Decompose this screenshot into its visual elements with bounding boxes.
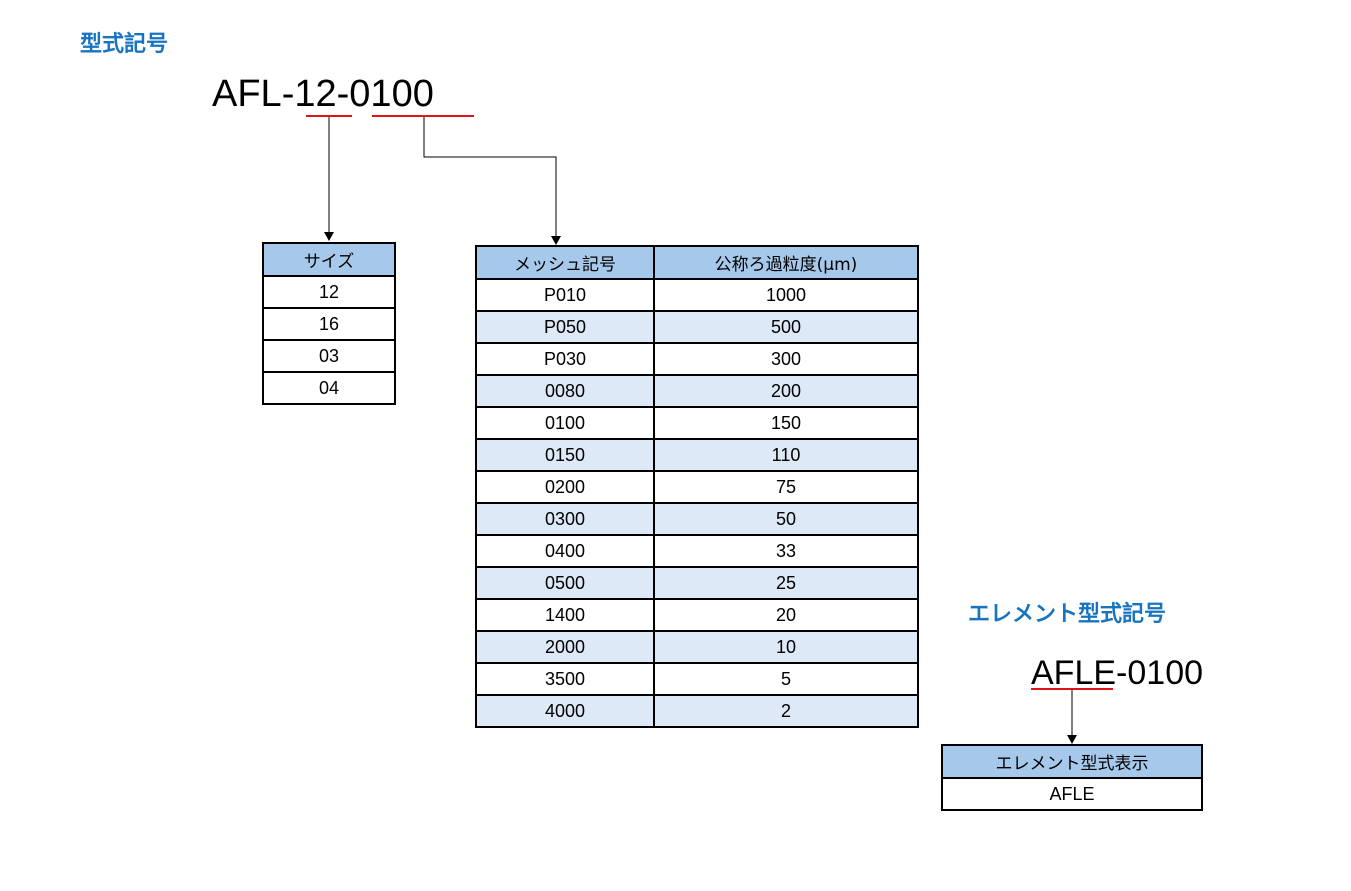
mesh-code-cell: 4000 (475, 694, 655, 728)
nominal-filtration-cell: 5 (653, 662, 919, 696)
mesh-arrow-head (551, 236, 561, 245)
table-row: 12 (262, 275, 396, 309)
nominal-filtration-cell: 33 (653, 534, 919, 568)
table-row: 16 (262, 307, 396, 341)
model-code-heading: 型式記号 (80, 32, 169, 57)
nominal-filtration-cell: 150 (653, 406, 919, 440)
mesh-code-cell: 0100 (475, 406, 655, 440)
nominal-filtration-cell: 110 (653, 438, 919, 472)
mesh-code-cell: 0200 (475, 470, 655, 504)
size-cell: 04 (262, 371, 396, 405)
element-model-rest: -0100 (1116, 654, 1204, 692)
table-row: 03 (262, 339, 396, 373)
nominal-filtration-cell: 200 (653, 374, 919, 408)
mesh-code-cell: P030 (475, 342, 655, 376)
size-cell: 16 (262, 307, 396, 341)
mesh-code-cell: 2000 (475, 630, 655, 664)
element-table: エレメント型式表示 AFLE (941, 744, 1203, 811)
table-row: AFLE (941, 777, 1203, 811)
mesh-code-header: メッシュ記号 (475, 245, 655, 280)
element-table-header: エレメント型式表示 (941, 744, 1203, 779)
mesh-code-cell: 3500 (475, 662, 655, 696)
nominal-filtration-cell: 10 (653, 630, 919, 664)
mesh-code-cell: 0500 (475, 566, 655, 600)
model-prefix: AFL- (212, 73, 295, 115)
model-size-code: 12 (294, 73, 337, 115)
nominal-filtration-cell: 1000 (653, 278, 919, 312)
mesh-code-cell: 0300 (475, 502, 655, 536)
element-arrow-head (1067, 735, 1077, 744)
nominal-filtration-cell: 75 (653, 470, 919, 504)
mesh-code-underline (372, 115, 474, 117)
size-cell: 03 (262, 339, 396, 373)
model-dash: - (336, 73, 350, 115)
mesh-code-cell: P050 (475, 310, 655, 344)
size-arrow-head (324, 232, 334, 241)
element-prefix-underline (1031, 688, 1113, 690)
nominal-filtration-cell: 500 (653, 310, 919, 344)
element-model-number: AFLE-0100 (1031, 651, 1203, 695)
element-display-cell: AFLE (941, 777, 1203, 811)
mesh-code-cell: P010 (475, 278, 655, 312)
nominal-filtration-header: 公称ろ過粒度(μm) (653, 245, 919, 280)
mesh-arrow (423, 117, 557, 236)
mesh-code-cell: 0400 (475, 534, 655, 568)
nominal-filtration-cell: 50 (653, 502, 919, 536)
element-model-code-heading: エレメント型式記号 (968, 602, 1167, 627)
size-table-header: サイズ (262, 242, 396, 277)
mesh-code-cell: 0150 (475, 438, 655, 472)
nominal-filtration-cell: 2 (653, 694, 919, 728)
nominal-filtration-cell: 25 (653, 566, 919, 600)
size-cell: 12 (262, 275, 396, 309)
nominal-filtration-cell: 300 (653, 342, 919, 376)
model-mesh-code: 0100 (349, 73, 434, 115)
element-model-prefix: AFLE (1031, 654, 1117, 692)
nominal-filtration-cell: 20 (653, 598, 919, 632)
mesh-code-cell: 1400 (475, 598, 655, 632)
table-row: 04 (262, 371, 396, 405)
model-number: AFL-12-0100 (212, 72, 434, 116)
size-code-underline (306, 115, 352, 117)
mesh-code-cell: 0080 (475, 374, 655, 408)
